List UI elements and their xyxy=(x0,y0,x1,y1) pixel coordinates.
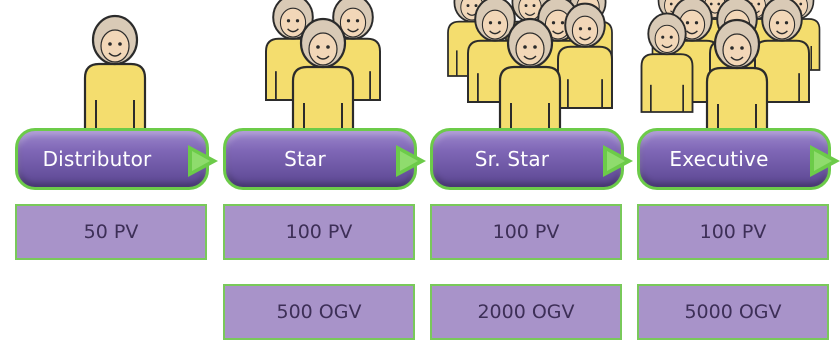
pv-requirement: 100 PV xyxy=(223,204,415,260)
rank-label: Sr. Star xyxy=(474,147,550,171)
ogv-requirement: 2000 OGV xyxy=(430,284,622,340)
level-distributor: Distributor 50 PV xyxy=(15,0,218,345)
rank-pill: Distributor xyxy=(15,128,218,190)
level-sr-star: Sr. Star 100 PV 2000 OGV xyxy=(430,0,633,345)
level-star: Star 100 PV 500 OGV xyxy=(223,0,426,345)
play-arrow-icon xyxy=(188,145,218,177)
people-group xyxy=(223,0,423,135)
people-group xyxy=(637,0,837,135)
play-arrow-icon xyxy=(396,145,426,177)
play-arrow-icon xyxy=(603,145,633,177)
ogv-requirement: 5000 OGV xyxy=(637,284,829,340)
person-icon xyxy=(83,14,147,134)
rank-label: Star xyxy=(284,147,326,171)
level-executive: Executive 100 PV 5000 OGV xyxy=(637,0,840,345)
ogv-requirement: 500 OGV xyxy=(223,284,415,340)
pv-requirement: 100 PV xyxy=(430,204,622,260)
person-icon xyxy=(291,17,355,135)
person-icon xyxy=(498,17,562,135)
rank-pill: Sr. Star xyxy=(430,128,633,190)
rank-label: Executive xyxy=(669,147,769,171)
person-icon xyxy=(705,18,769,135)
play-arrow-icon xyxy=(810,145,840,177)
pv-requirement: 100 PV xyxy=(637,204,829,260)
rank-pill: Star xyxy=(223,128,426,190)
person-icon xyxy=(640,12,694,113)
rank-pill: Executive xyxy=(637,128,840,190)
rank-label: Distributor xyxy=(42,147,152,171)
person-icon xyxy=(754,0,810,103)
people-group xyxy=(430,0,630,135)
pv-requirement: 50 PV xyxy=(15,204,207,260)
person-icon xyxy=(557,2,613,109)
people-group xyxy=(15,0,215,135)
